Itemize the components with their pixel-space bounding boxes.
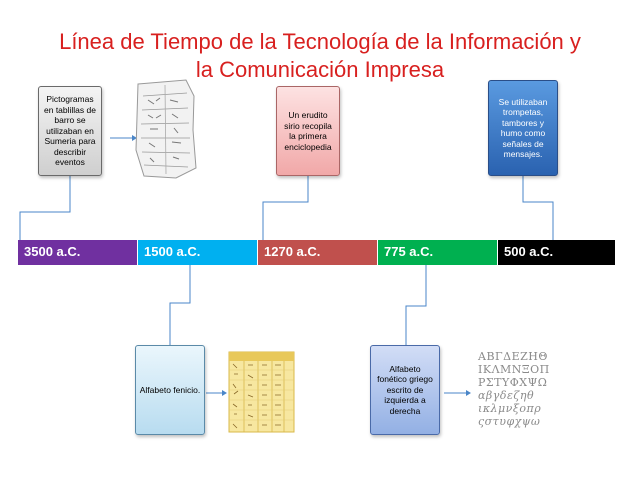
arrowhead-fenicio (222, 390, 227, 396)
title-line-2: la Comunicación Impresa (195, 57, 445, 82)
connector-fenicio (169, 265, 191, 346)
callout-erudito: Un erudito sirio recopila la primera enc… (276, 86, 340, 176)
callout-fenicio-text: Alfabeto fenicio. (139, 384, 201, 395)
timeline-label-1270: 1270 a.C. (264, 244, 321, 259)
timeline-segment-500 (498, 240, 615, 265)
timeline-segment-1270 (258, 240, 377, 265)
arrowhead-griego (466, 390, 471, 396)
callout-trompetas: Se utilizaban trompetas, tambores y humo… (488, 80, 558, 176)
sumerian-tablet-illustration (135, 79, 197, 179)
timeline-label-3500: 3500 a.C. (24, 244, 81, 259)
timeline-segment-3500 (18, 240, 137, 265)
callout-pictogramas: Pictogramas en tablillas de barro se uti… (38, 86, 102, 176)
greek-line-6: ςστυφχψω (478, 415, 541, 428)
greek-line-1: ΑΒΓΔΕΖΗΘ (478, 350, 548, 363)
page-title: Línea de Tiempo de la Tecnología de la I… (0, 28, 640, 84)
greek-line-4: αβγδεζηθ (478, 389, 535, 402)
timeline-segment-775 (378, 240, 497, 265)
timeline-label-1500: 1500 a.C. (144, 244, 201, 259)
connector-erudito (262, 176, 309, 240)
callout-trompetas-text: Se utilizaban trompetas, tambores y humo… (498, 96, 548, 160)
callout-pictogramas-text: Pictogramas en tablillas de barro se uti… (44, 94, 96, 168)
greek-line-3: ΡΣΤΥΦΧΨΩ (478, 376, 548, 389)
callout-griego: Alfabeto fonético griego escrito de izqu… (370, 345, 440, 435)
title-line-1: Línea de Tiempo de la Tecnología de la I… (59, 29, 581, 54)
connector-trompetas (522, 176, 554, 240)
greek-letters-illustration: ΑΒΓΔΕΖΗΘ ΙΚΛΜΝΞΟΠ ΡΣΤΥΦΧΨΩ αβγδεζηθ ικλμ… (478, 350, 550, 428)
greek-line-5: ικλμνξοπρ (478, 402, 542, 415)
greek-line-2: ΙΚΛΜΝΞΟΠ (478, 363, 550, 376)
timeline-label-500: 500 a.C. (504, 244, 554, 259)
connector-griego (405, 265, 427, 346)
timeline-segment-1500 (138, 240, 257, 265)
phoenician-table-illustration (228, 351, 295, 433)
callout-erudito-text: Un erudito sirio recopila la primera enc… (284, 110, 332, 152)
arrowhead-pictogramas (132, 135, 137, 141)
callout-griego-text: Alfabeto fonético griego escrito de izqu… (377, 363, 433, 416)
timeline-label-775: 775 a.C. (384, 244, 434, 259)
connector-pictogramas (19, 176, 71, 240)
callout-fenicio: Alfabeto fenicio. (135, 345, 205, 435)
